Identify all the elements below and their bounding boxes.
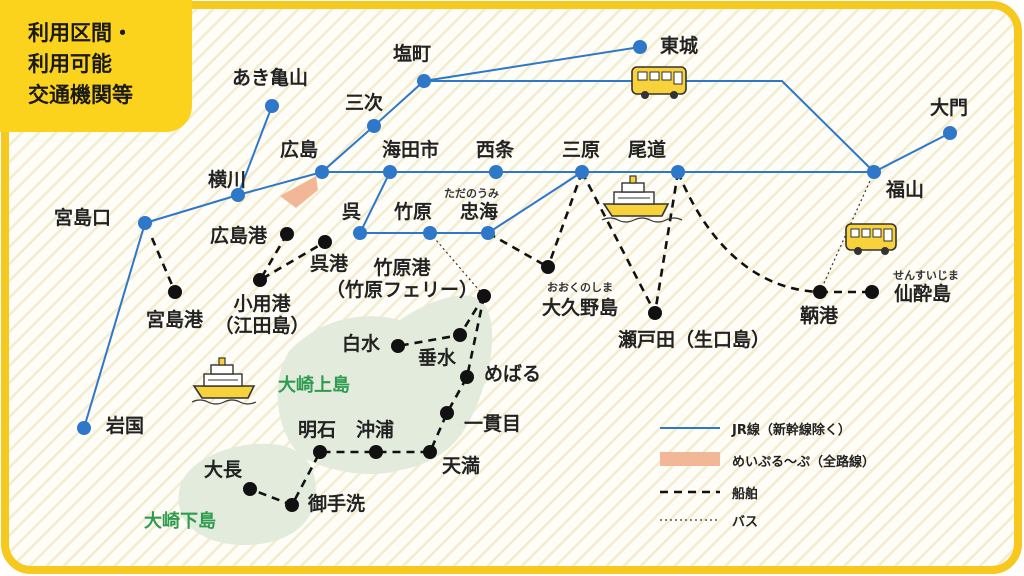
port-setoda [648,306,662,320]
label-onomichi: 尾道 [628,139,667,161]
label-tomonoura: 鞆港 [800,305,839,327]
port-tomonoura [813,285,827,299]
label-akikameyama: あき亀山 [232,67,309,89]
port-tarumi [453,328,467,342]
station-iwakuni [77,421,91,435]
port-shiromizu [391,339,405,353]
station-saijo [489,165,503,179]
label-takehara: 竹原 [394,201,433,223]
page-title: 利用区間・ 利用可能 交通機関等 [28,21,133,108]
port-takehara [477,289,491,303]
label-fukuyama: 福山 [886,179,925,201]
title-badge: 利用区間・ 利用可能 交通機関等 [0,0,192,132]
label-takehara-port: 竹原港 （竹原フェリー） [325,257,479,301]
label-okiura: 沖浦 [356,419,395,441]
legend-ship: 船舶 [732,487,759,502]
legend-symbols [660,427,720,521]
port-okunoshima [541,260,555,274]
port-miyajima [168,285,182,299]
label-ikkanme: 一貫目 [464,413,522,435]
label-mebaru: めばる [484,363,542,385]
label-tenma: 天満 [442,455,481,477]
label-hiroshima-port: 広島港 [210,225,268,247]
label-mihara: 三原 [562,139,601,161]
label-yokogawa: 横川 [208,169,247,191]
ferry-icon [191,357,257,405]
label-miyajima-port: 宮島港 [146,309,204,331]
port-kure [318,235,332,249]
label-kure-port: 呉港 [310,253,349,275]
port-okiura [369,445,383,459]
port-sensuijima [865,285,879,299]
station-daimon [943,126,957,140]
bus-icon [631,66,687,99]
label-setoda: 瀬戸田（生口島） [618,329,771,351]
station-kaitaichi [383,165,397,179]
port-hiroshima [280,227,294,241]
port-mebaru [460,370,474,384]
legend-jr: JR線（新幹線除く） [732,423,851,438]
label-koyo-port: 小用港 （江田島） [214,293,310,337]
station-takehara [423,226,437,240]
label-akashi: 明石 [298,419,337,441]
station-tadanoumi [481,226,495,240]
label-osakikamijima: 大崎上島 [278,375,350,396]
label-tadanoumi: 忠海 [460,201,499,223]
ferry-icon [601,175,683,223]
label-okunoshima: 大久野島 [541,297,619,319]
label-miyajimaguchi: 宮島口 [54,207,112,229]
label-mitarai: 御手洗 [308,493,366,515]
label-daimon: 大門 [930,97,969,119]
port-tenma [423,445,437,459]
port-mitarai [285,498,299,512]
label-tadanoumi-ruby: ただのうみ [444,187,499,200]
label-sensuijima-ruby: せんすいじま [893,269,959,282]
station-kure [353,226,367,240]
station-onomichi [671,165,685,179]
jr-stations [77,40,957,435]
label-kure: 呉 [342,201,362,223]
port-koyo [253,273,267,287]
label-shiomachi: 塩町 [393,43,432,65]
label-hiroshima: 広島 [280,139,319,161]
legend-meipuru: めいぷる〜ぷ（全路線） [732,455,876,470]
bus-icon [845,223,897,255]
port-ikkanme [440,406,454,420]
station-akikameyama [265,99,279,113]
legend-bus: バス [732,515,759,530]
label-osakishimojima: 大崎下島 [144,511,216,532]
label-ocho: 大長 [204,459,243,481]
port-ocho [243,482,257,496]
label-kaitaichi: 海田市 [382,139,440,161]
label-okunoshima-ruby: おおくのしま [547,281,613,294]
label-shiromizu: 白水 [342,333,381,355]
label-iwakuni: 岩国 [106,415,145,437]
ports [168,227,879,512]
station-shiomachi [417,74,431,88]
station-mihara [575,165,589,179]
station-fukuyama [867,165,881,179]
label-saijo: 西条 [476,139,515,161]
station-tojo [633,40,647,54]
station-miyajimaguchi [138,216,152,230]
station-sanji [367,119,381,133]
station-yokogawa [231,188,245,202]
label-tojo: 東城 [660,35,699,57]
label-tarumi: 垂水 [418,347,457,369]
station-hiroshima [315,165,329,179]
port-akashi [313,445,327,459]
label-sensuijima: 仙酔島 [894,283,952,305]
meipuru-route [280,176,318,208]
label-sanji: 三次 [345,92,384,114]
ship-routes [150,171,872,507]
